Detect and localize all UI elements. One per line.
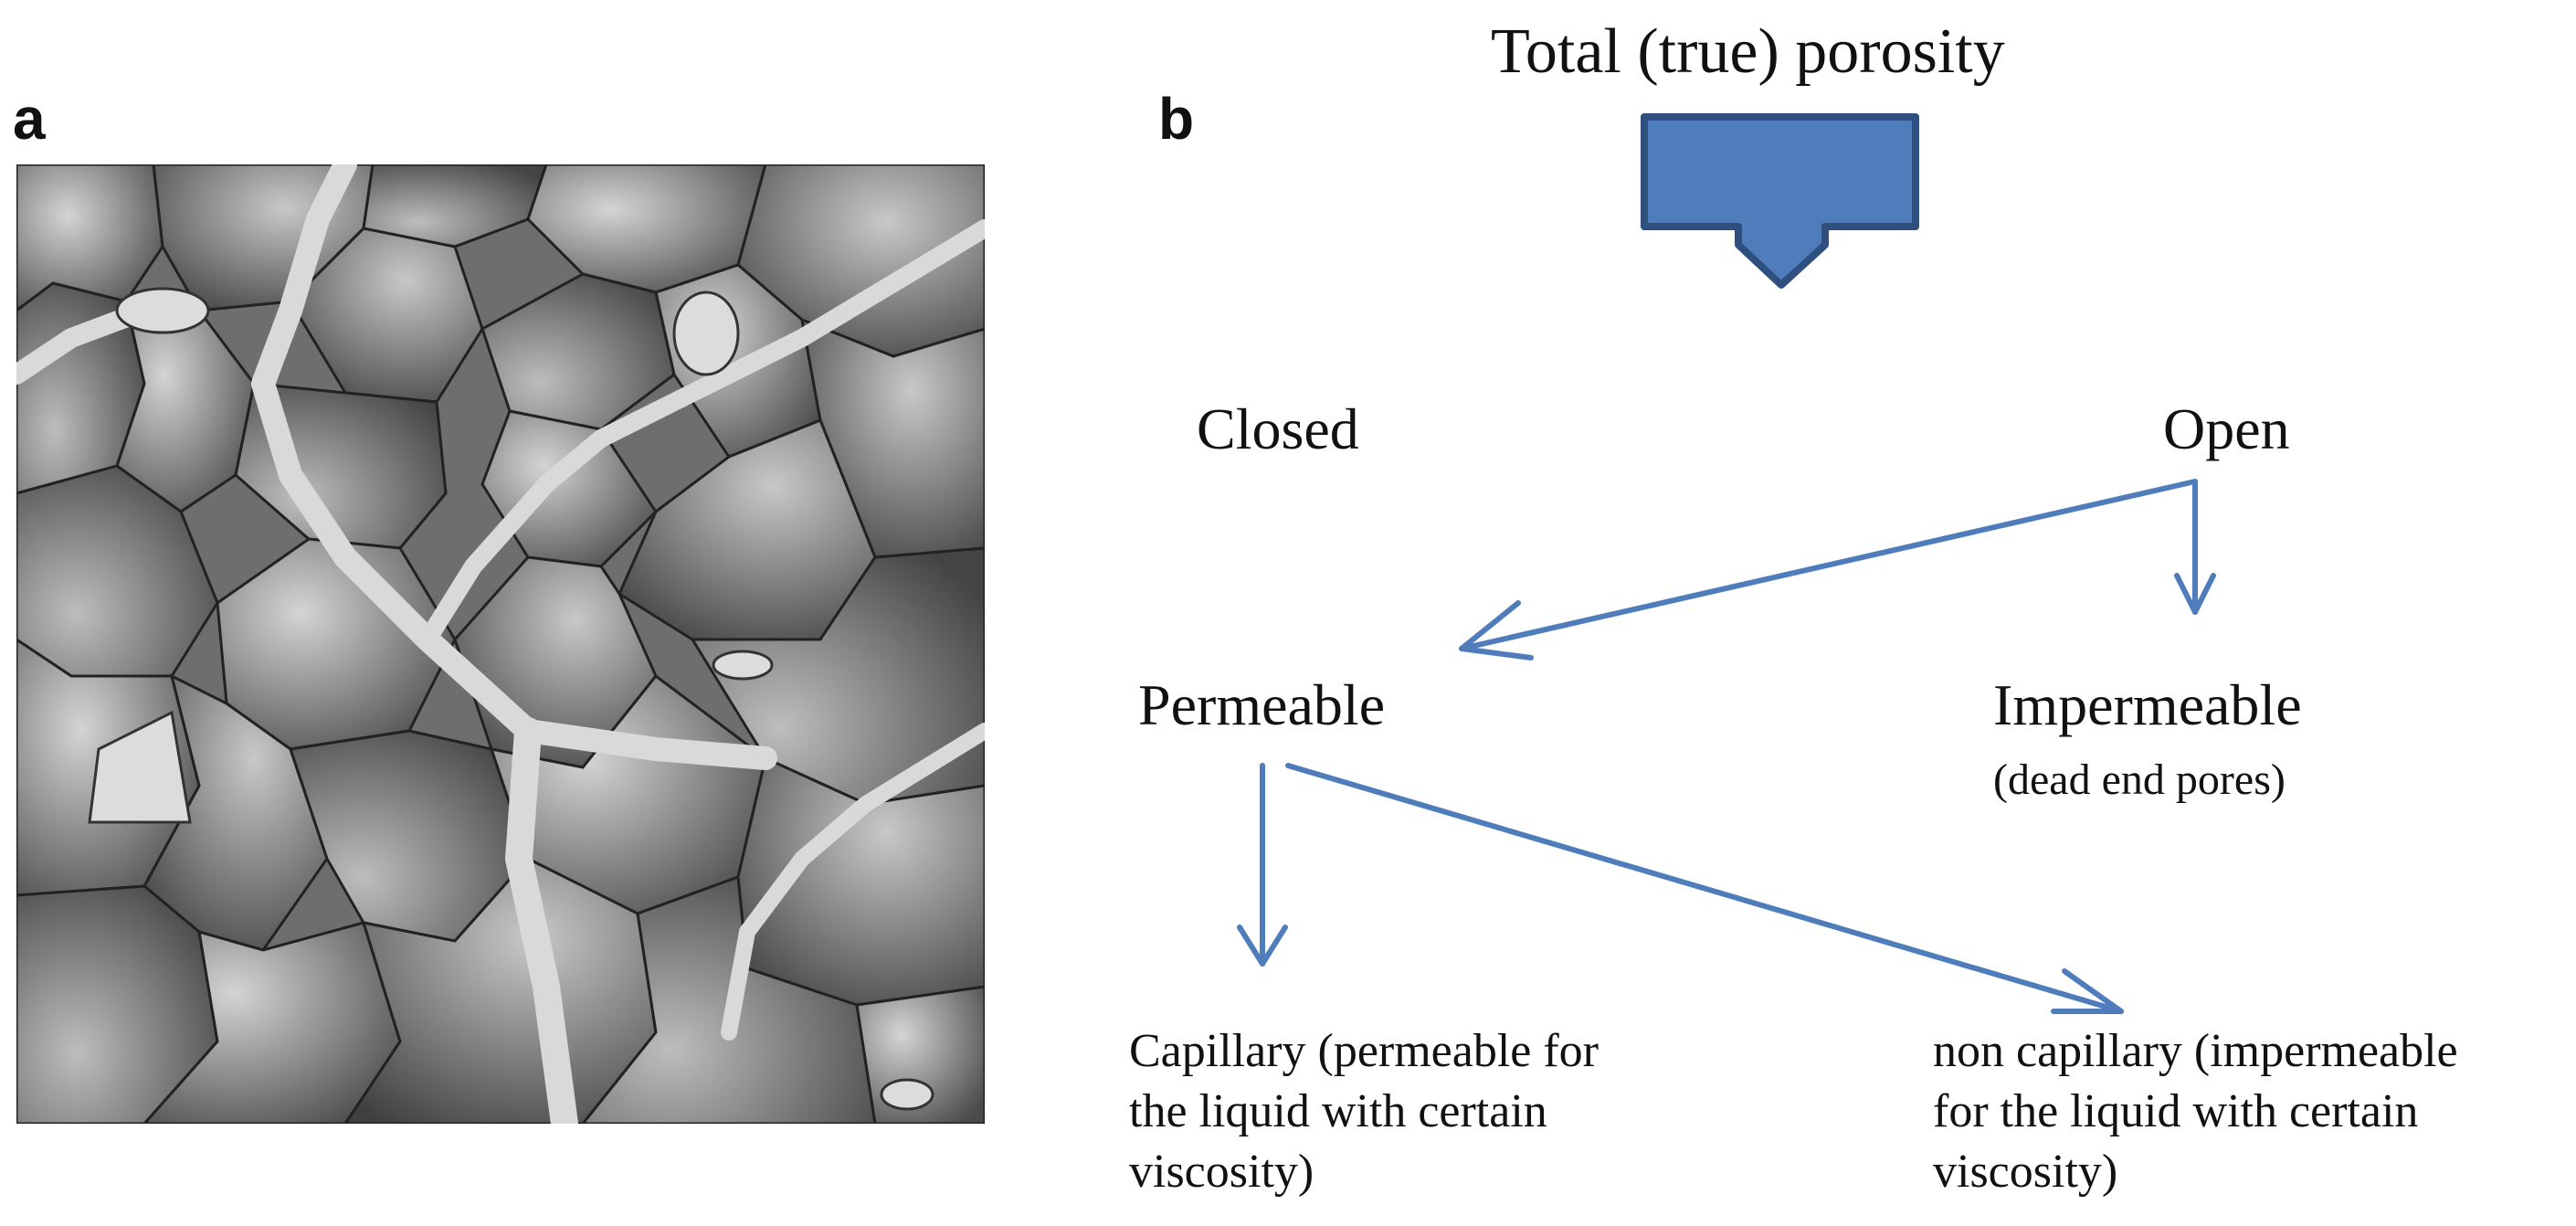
block-down-arrow <box>1641 113 1919 289</box>
panel-a-label: a <box>13 86 46 152</box>
capillary-description: Capillary (permeable for the liquid with… <box>1129 1021 1599 1202</box>
noncapillary-line-1: non capillary (impermeable <box>1933 1025 2458 1077</box>
porous-microstructure-image <box>16 164 985 1124</box>
noncapillary-description: non capillary (impermeable for the liqui… <box>1933 1021 2458 1202</box>
capillary-line-1: Capillary (permeable for <box>1129 1025 1599 1077</box>
total-porosity-title: Total (true) porosity <box>1491 16 2005 87</box>
open-label: Open <box>2163 396 2290 461</box>
noncapillary-line-2: for the liquid with certain <box>1933 1085 2419 1137</box>
impermeable-note: (dead end pores) <box>1993 756 2286 804</box>
noncapillary-line-3: viscosity) <box>1933 1146 2118 1198</box>
capillary-line-2: the liquid with certain <box>1129 1085 1547 1137</box>
permeable-label: Permeable <box>1138 672 1386 737</box>
open-to-permeable-arrow <box>1459 479 2198 651</box>
capillary-line-3: viscosity) <box>1129 1146 1314 1198</box>
panel-b-label: b <box>1158 86 1195 152</box>
impermeable-label: Impermeable <box>1993 672 2302 737</box>
closed-label: Closed <box>1197 396 1359 461</box>
